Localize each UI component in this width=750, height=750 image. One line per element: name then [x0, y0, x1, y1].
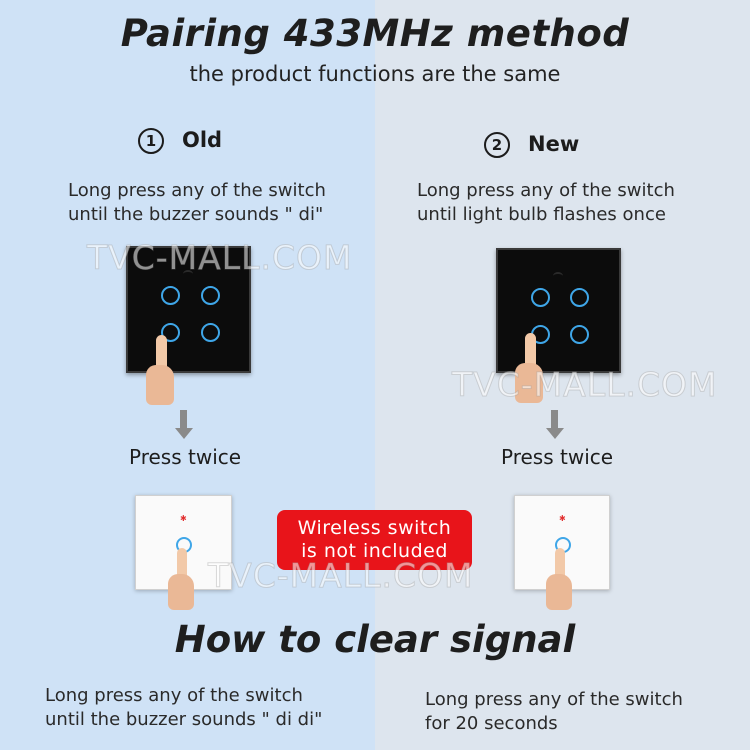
old-switch-panel: [126, 246, 251, 373]
old-description: Long press any of the switch until the b…: [68, 179, 326, 227]
clear-left-line2: until the buzzer sounds " di di": [45, 709, 323, 730]
page-subtitle: the product functions are the same: [189, 62, 561, 86]
touch-ring-icon: [531, 288, 550, 307]
new-description: Long press any of the switch until light…: [417, 179, 675, 227]
watermark: TVC-MALL.COM: [207, 556, 474, 596]
touch-ring-icon: [570, 325, 589, 344]
new-desc-line1: Long press any of the switch: [417, 180, 675, 201]
finger-icon: [140, 335, 180, 405]
clear-right-description: Long press any of the switch for 20 seco…: [425, 688, 683, 736]
not-included-badge: Wireless switch is not included: [277, 510, 472, 570]
circled-number-two: 2: [484, 132, 510, 158]
red-star-icon: ✱: [559, 514, 566, 523]
new-switch-panel: [496, 248, 621, 373]
circled-number-one: 1: [138, 128, 164, 154]
finger-icon: [164, 548, 200, 610]
red-star-icon: ✱: [180, 514, 187, 523]
old-desc-line2: until the buzzer sounds " di": [68, 204, 324, 225]
badge-line1: Wireless switch: [297, 517, 452, 539]
watermark: TVC-MALL.COM: [451, 365, 718, 405]
badge-line2: is not included: [301, 540, 448, 562]
down-arrow-icon: [174, 410, 194, 442]
old-heading: 1 Old: [138, 128, 222, 154]
clear-right-line1: Long press any of the switch: [425, 689, 683, 710]
clear-signal-title: How to clear signal: [174, 618, 576, 661]
page-title: Pairing 433MHz method: [120, 12, 630, 55]
right-background: [375, 0, 750, 750]
wifi-icon: [553, 272, 563, 280]
touch-ring-icon: [201, 286, 220, 305]
touch-ring-icon: [201, 323, 220, 342]
clear-right-line2: for 20 seconds: [425, 713, 558, 734]
touch-ring-icon: [161, 323, 180, 342]
new-heading: 2 New: [484, 132, 579, 158]
clear-left-description: Long press any of the switch until the b…: [45, 684, 322, 732]
finger-icon: [542, 548, 578, 610]
new-desc-line2: until light bulb flashes once: [417, 204, 666, 225]
new-label: New: [528, 132, 580, 156]
old-press-label: Press twice: [129, 445, 242, 469]
clear-left-line1: Long press any of the switch: [45, 685, 303, 706]
old-desc-line1: Long press any of the switch: [68, 180, 326, 201]
wifi-icon: [183, 270, 193, 278]
watermark: TVC-MALL.COM: [86, 238, 353, 278]
down-arrow-icon: [545, 410, 565, 442]
finger-icon: [509, 333, 549, 403]
touch-ring-icon: [161, 286, 180, 305]
touch-ring-icon: [570, 288, 589, 307]
old-label: Old: [182, 128, 223, 152]
left-background: [0, 0, 375, 750]
new-press-label: Press twice: [501, 445, 614, 469]
